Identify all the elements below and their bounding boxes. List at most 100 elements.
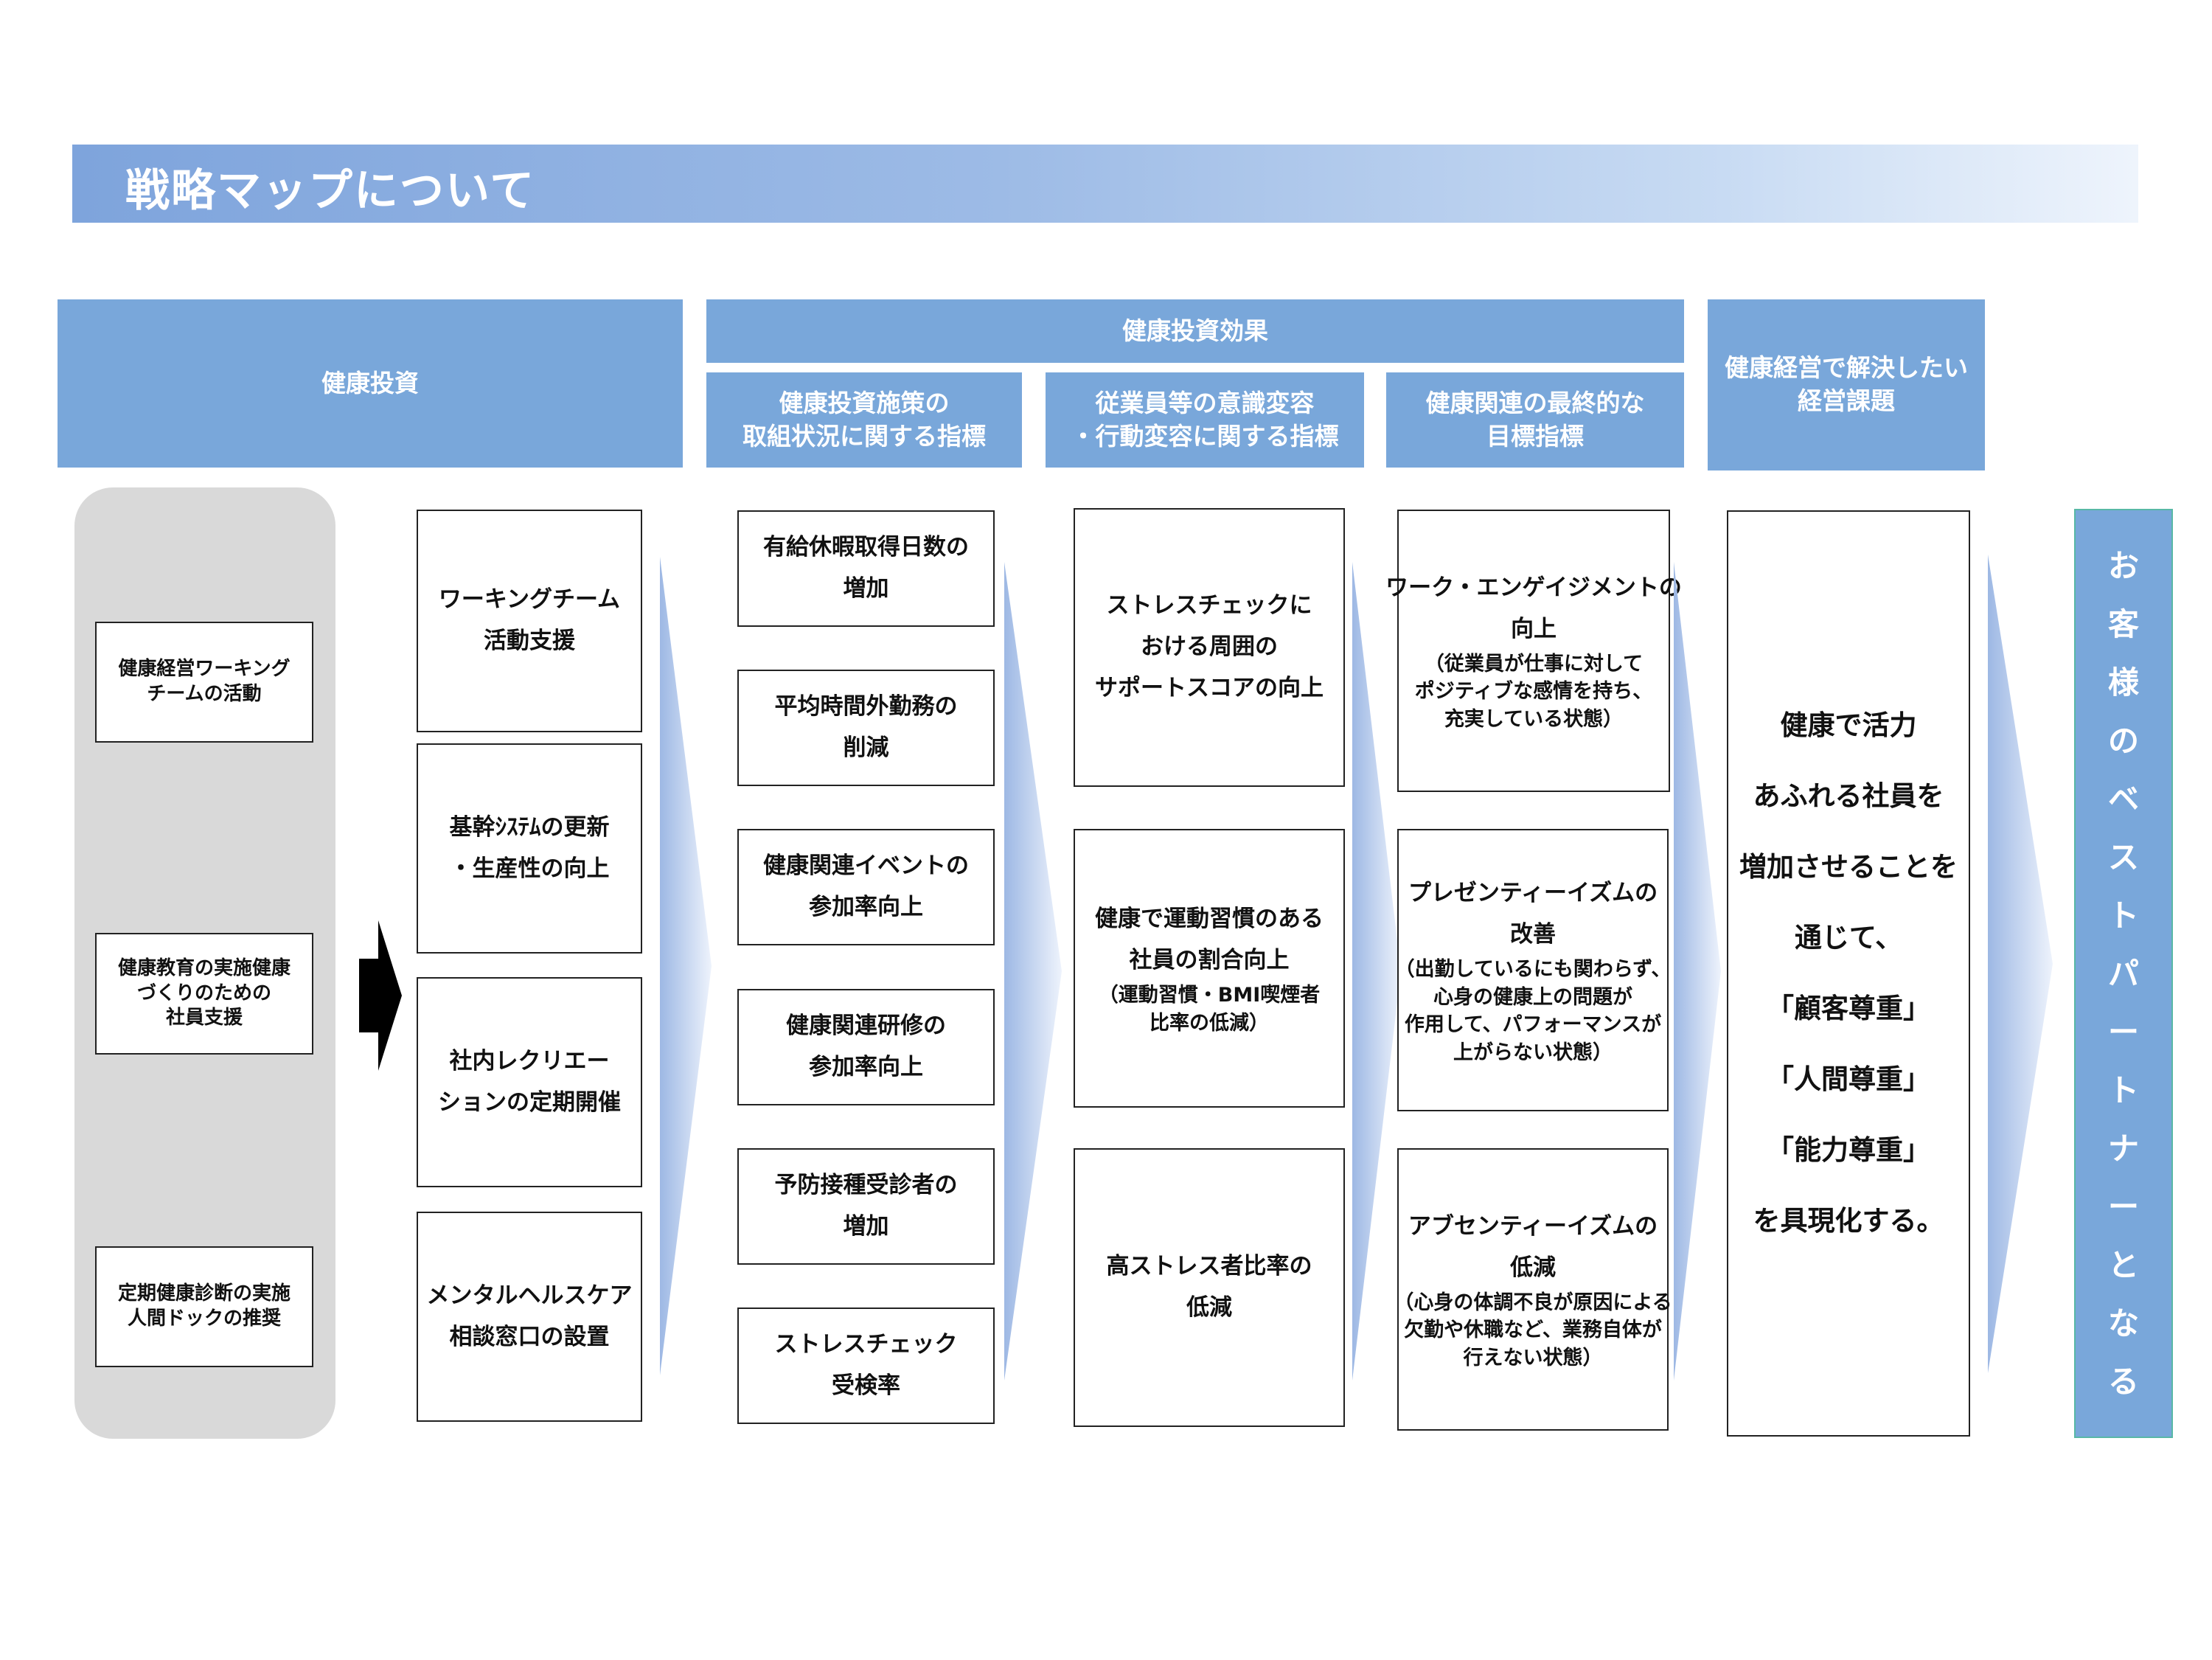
header-effect-label: 健康投資効果 [1122, 316, 1268, 345]
box-line: サポートスコアの向上 [1095, 674, 1324, 701]
box-line: 低減 [1186, 1294, 1232, 1321]
measure-box: メンタルヘルスケア 相談窓口の設置 [417, 1212, 642, 1422]
box-line: 社内レクリエー [449, 1047, 610, 1074]
box-line: アブセンティーイズムの [1408, 1213, 1658, 1240]
box-line: 高ストレス者比率の [1106, 1253, 1312, 1280]
measure-box: 社内レクリエー ションの定期開催 [417, 977, 642, 1187]
header-line: 健康経営で解決したい [1725, 353, 1968, 383]
chevron-arrow-icon [1988, 555, 2053, 1373]
box-line: 参加率向上 [809, 1054, 923, 1080]
box-line: ワーク・エンゲイジメントの [1385, 574, 1682, 601]
issue-line: 増加させることを [1739, 851, 1958, 883]
box-line: 向上 [1511, 615, 1557, 642]
page-title: 戦略マップについて [125, 165, 536, 217]
box-line: 社員支援 [165, 1007, 243, 1029]
goal-char: ベ [2107, 780, 2139, 817]
box-line: ストレスチェック [774, 1331, 958, 1358]
final-indicator-box: ワーク・エンゲイジメントの 向上 （従業員が仕事に対して ポジティブな感情を持ち… [1385, 510, 1682, 792]
box-note-line: （従業員が仕事に対して [1424, 652, 1644, 676]
goal-char: ー [2107, 1013, 2139, 1050]
header-line: 健康関連の最終的な [1425, 388, 1645, 417]
box-note-line: 作用して、パフォーマンスが [1404, 1013, 1662, 1037]
header-line: 従業員等の意識変容 [1095, 388, 1315, 417]
box-note-line: ポジティブな感情を持ち、 [1414, 680, 1653, 704]
header-issue: 健康経営で解決したい 経営課題 [1708, 299, 1985, 470]
issue-line: あふれる社員を [1753, 780, 1944, 812]
box-line: 健康教育の実施健康 [117, 956, 291, 979]
box-line: 健康関連研修の [786, 1013, 946, 1040]
box-note-line: 欠勤や休職など、業務自体が [1404, 1319, 1662, 1342]
chevron-arrow-icon [1004, 562, 1062, 1381]
management-issue-box: 健康で活力 あふれる社員を 増加させることを 通じて、 「顧客尊重」 「人間尊重… [1727, 510, 1970, 1437]
goal-char: ト [2107, 1072, 2139, 1108]
indicator-box: 健康関連研修の 参加率向上 [737, 989, 995, 1105]
activity-box: 健康経営ワーキング チームの活動 [95, 622, 313, 743]
box-line: 有給休暇取得日数の [763, 534, 969, 561]
box-line: 定期健康診断の実施 [117, 1282, 291, 1305]
box-note-line: （心身の体調不良が原因による [1394, 1291, 1672, 1314]
goal-char: の [2107, 722, 2139, 759]
box-note-line: （出勤しているにも関わらず、 [1394, 957, 1672, 981]
box-line: 活動支援 [484, 628, 575, 654]
box-note-line: 上がらない状態） [1453, 1041, 1613, 1065]
final-indicator-box: アブセンティーイズムの 低減 （心身の体調不良が原因による 欠勤や休職など、業務… [1394, 1148, 1672, 1431]
indicator-box: 平均時間外勤務の 削減 [737, 670, 995, 786]
measure-box: 基幹ｼｽﾃﾑの更新 ・生産性の向上 [417, 743, 642, 954]
box-line: メンタルヘルスケア [426, 1282, 633, 1309]
box-line: ストレスチェックに [1106, 592, 1312, 619]
issue-line: 「顧客尊重」 [1767, 993, 1930, 1024]
goal-char: 客 [2107, 605, 2139, 642]
header-line: 健康投資施策の [779, 388, 950, 417]
header-effect-behavior: 従業員等の意識変容 ・行動変容に関する指標 [1046, 372, 1364, 468]
issue-line: 「能力尊重」 [1767, 1134, 1930, 1166]
chevron-arrow-icon [1674, 562, 1721, 1381]
box-line: ・生産性の向上 [449, 855, 610, 882]
box-line: 社員の割合向上 [1129, 947, 1290, 974]
box-line: チームの活動 [147, 683, 262, 705]
indicator-box: 有給休暇取得日数の 増加 [737, 510, 995, 627]
issue-line: 健康で活力 [1780, 709, 1917, 741]
box-line: 削減 [843, 735, 889, 761]
box-note-line: 比率の低減） [1150, 1011, 1269, 1035]
header-line: 経営課題 [1798, 386, 1895, 415]
behavior-box: ストレスチェックに おける周囲の サポートスコアの向上 [1074, 508, 1345, 787]
box-line: 受検率 [832, 1372, 900, 1399]
goal-char: 様 [2107, 664, 2139, 701]
indicator-box: 予防接種受診者の 増加 [737, 1148, 995, 1265]
final-indicator-box: プレゼンティーイズムの 改善 （出勤しているにも関わらず、 心身の健康上の問題が… [1394, 829, 1672, 1111]
goal-char: と [2107, 1246, 2139, 1283]
goal-char: お [2107, 547, 2139, 584]
goal-char: る [2107, 1363, 2139, 1400]
activity-box: 健康教育の実施健康 づくりのための 社員支援 [95, 933, 313, 1055]
header-line: 取組状況に関する指標 [742, 421, 986, 451]
issue-line: を具現化する。 [1753, 1205, 1944, 1237]
goal-char: ナ [2107, 1130, 2139, 1167]
box-line: 人間ドックの推奨 [127, 1307, 281, 1330]
box-line: ワーキングチーム [438, 586, 621, 614]
box-line: 健康経営ワーキング [118, 658, 291, 681]
header-investment-label: 健康投資 [321, 368, 419, 397]
box-line: 健康関連イベントの [763, 852, 969, 880]
box-note-line: 充実している状態） [1444, 708, 1624, 732]
header-effect-final: 健康関連の最終的な 目標指標 [1386, 372, 1684, 468]
header-effect: 健康投資効果 [706, 299, 1684, 363]
header-line: 目標指標 [1486, 421, 1584, 451]
title-bar: 戦略マップについて [72, 145, 2138, 223]
box-line: 改善 [1510, 920, 1556, 948]
box-line: 予防接種受診者の [774, 1172, 958, 1199]
chevron-arrow-icon [1352, 562, 1401, 1381]
behavior-box: 健康で運動習慣のある 社員の割合向上 （運動習慣・BMI喫煙者 比率の低減） [1074, 829, 1345, 1108]
indicator-box: 健康関連イベントの 参加率向上 [737, 829, 995, 945]
box-line: づくりのための [136, 982, 271, 1004]
box-line: おける周囲の [1141, 633, 1278, 661]
black-arrow-icon [359, 920, 402, 1071]
box-note-line: 心身の健康上の問題が [1433, 985, 1632, 1009]
goal-char: ー [2107, 1188, 2139, 1225]
box-line: 増加 [843, 1213, 889, 1240]
box-line: ションの定期開催 [438, 1088, 621, 1116]
goal-char: ト [2107, 897, 2139, 934]
issue-line: 「人間尊重」 [1767, 1063, 1930, 1095]
indicator-box: ストレスチェック 受検率 [737, 1307, 995, 1424]
behavior-box: 高ストレス者比率の 低減 [1074, 1148, 1345, 1427]
activity-box: 定期健康診断の実施 人間ドックの推奨 [95, 1246, 313, 1367]
